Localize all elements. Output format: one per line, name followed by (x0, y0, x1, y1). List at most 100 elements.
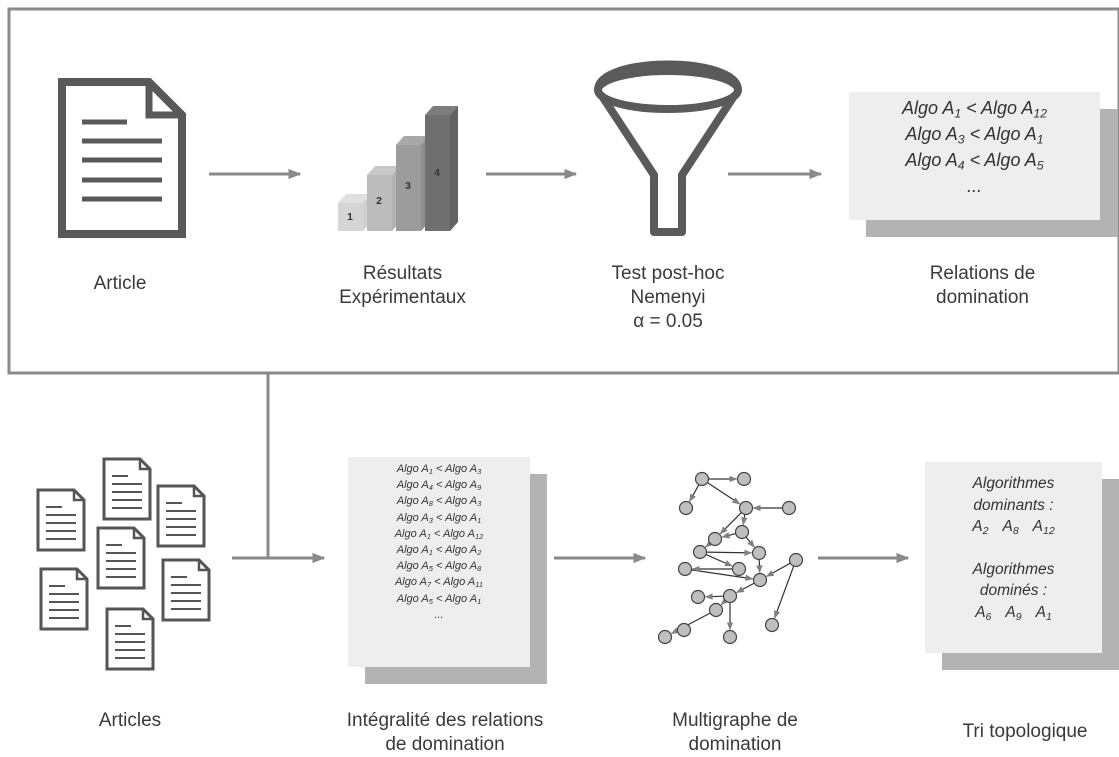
label-multigraphe: Multigraphe de domination (635, 709, 835, 757)
graph-node (678, 500, 694, 516)
graph-node (738, 500, 754, 516)
label-line: domination (936, 287, 1029, 308)
all-relations-card (348, 457, 547, 684)
graph-node (781, 500, 797, 516)
top-stage-frame (7, 7, 1119, 375)
domines-title: Algorithmes (972, 560, 1055, 578)
graph-edge (721, 532, 736, 539)
graph-edge (774, 565, 795, 619)
label-line: Nemenyi (630, 287, 706, 308)
label-integralite: Intégralité des relations de domination (320, 709, 570, 757)
graph-node (657, 629, 673, 645)
label-test: Test post-hoc Nemenyi α = 0.05 (578, 262, 758, 334)
domines-list: A6 A9 A1 (925, 602, 1102, 624)
graph-node (734, 524, 750, 540)
graph-node (707, 531, 723, 547)
graph-node (736, 471, 752, 487)
dominants-title: dominants : (973, 496, 1054, 514)
document-icon (36, 488, 86, 552)
label-articles: Articles (98, 710, 162, 731)
multigraph-icon (657, 471, 804, 645)
relation-entry: Algo A4 < Algo A9 (396, 479, 482, 493)
podium-step-label: 4 (434, 167, 440, 179)
relation-entry: Algo A1 < Algo A12 (394, 527, 484, 542)
all-relations-list: Algo A1 < Algo A3 Algo A4 < Algo A9 Algo A… (348, 461, 530, 623)
graph-edge (745, 536, 755, 548)
graph-node (751, 545, 767, 561)
graph-node (694, 471, 710, 487)
graph-node (788, 552, 804, 568)
graph-edge (756, 559, 763, 574)
graph-edge (707, 482, 741, 505)
label-line: Test post-hoc (611, 263, 725, 284)
podium-chart-icon: 1 2 3 4 (338, 106, 458, 231)
spacer (925, 538, 1102, 559)
graph-node (690, 589, 706, 605)
label-resultats: Résultats Expérimentaux (315, 262, 490, 310)
document-icon (161, 558, 211, 622)
algorithm-id: A8 (1002, 518, 1019, 538)
podium-step-label: 2 (376, 195, 382, 207)
relation-entry: Algo A1 < Algo A2 (396, 544, 482, 558)
algorithm-id: A9 (1005, 603, 1022, 623)
relation-entry: Algo A3 < Algo A1 (905, 124, 1044, 147)
graph-edge (705, 539, 714, 548)
domines-title: dominés : (979, 582, 1048, 599)
document-icon (96, 526, 146, 590)
graph-node (731, 561, 747, 577)
relation-ellipsis: ... (434, 608, 444, 621)
label-line: Expérimentaux (339, 287, 466, 308)
relation-entry: Algo A5 < Algo A8 (396, 560, 482, 574)
label-line: Résultats (362, 263, 443, 284)
algorithm-id: A1 (1035, 603, 1052, 623)
relation-entry: Algo A7 < Algo A11 (394, 576, 484, 590)
label-line: Relations de (929, 263, 1036, 284)
label-line: de domination (385, 734, 505, 755)
graph-node (764, 617, 780, 633)
label-line: Intégralité des relations (346, 710, 544, 731)
graph-edge (741, 514, 748, 526)
graph-edge (719, 512, 742, 535)
document-icon (102, 457, 152, 521)
relation-entry: Algo A3 < Algo A1 (396, 511, 482, 525)
graph-edge (705, 554, 733, 567)
topo-result-card (925, 462, 1119, 670)
podium-step-label: 3 (405, 180, 411, 192)
algorithm-id: A2 (972, 518, 989, 538)
label-article: Article (93, 273, 147, 294)
graph-node (676, 622, 692, 638)
graph-node (752, 572, 768, 588)
algorithm-id: A6 (975, 603, 992, 623)
relation-entry: Algo A1 < Algo A3 (396, 463, 482, 477)
graph-edge (704, 593, 724, 600)
graph-node (692, 544, 708, 560)
relation-entry: Algo A8 < Algo A3 (396, 495, 482, 509)
graph-edge (706, 549, 753, 556)
podium-step-label: 1 (347, 211, 353, 223)
graph-node (722, 588, 738, 604)
relation-entry: Algo A1 < Algo A12 (901, 98, 1047, 121)
graph-edge (765, 562, 791, 577)
graph-edge (689, 484, 700, 503)
graph-edge (735, 582, 755, 594)
document-icon (156, 484, 206, 548)
dominants-title: Algorithmes (972, 475, 1055, 492)
algorithm-id: A12 (1032, 518, 1055, 538)
graph-node (708, 602, 724, 618)
graph-node (677, 561, 693, 577)
documents-cluster-icon (36, 457, 211, 671)
label-relations: Relations de domination (895, 262, 1070, 310)
relation-entry: Algo A4 < Algo A5 (905, 150, 1044, 173)
graph-edge (691, 569, 754, 582)
graph-node (722, 629, 738, 645)
funnel-icon (594, 60, 742, 236)
relation-entry: Algo A5 < Algo A1 (396, 592, 482, 606)
label-tri: Tri topologique (962, 721, 1088, 742)
label-line: α = 0.05 (633, 311, 703, 332)
label-line: Multigraphe de (672, 710, 798, 731)
dominants-list: A2 A8 A12 (925, 516, 1102, 538)
document-icon (58, 78, 186, 238)
